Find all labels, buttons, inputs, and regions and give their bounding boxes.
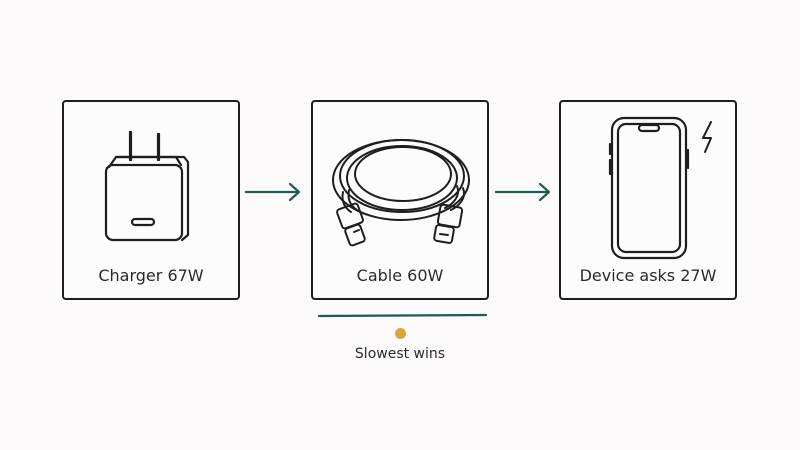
caption: Slowest wins bbox=[354, 346, 446, 362]
wall-charger-icon bbox=[104, 130, 190, 242]
usb-c-cable-icon bbox=[332, 139, 470, 247]
bottleneck-underline bbox=[318, 313, 488, 318]
arrow-right-icon bbox=[244, 182, 301, 202]
device-card: Device asks 27W bbox=[559, 100, 737, 300]
charger-label: Charger 67W bbox=[98, 266, 204, 285]
charger-card: Charger 67W bbox=[62, 100, 240, 300]
accent-dot bbox=[395, 328, 406, 339]
cable-label: Cable 60W bbox=[356, 266, 444, 285]
lightning-bolt-icon bbox=[702, 121, 712, 153]
arrow-right-icon bbox=[494, 182, 551, 202]
device-label: Device asks 27W bbox=[579, 266, 717, 285]
smartphone-icon bbox=[608, 116, 690, 260]
cable-card: Cable 60W bbox=[311, 100, 489, 300]
